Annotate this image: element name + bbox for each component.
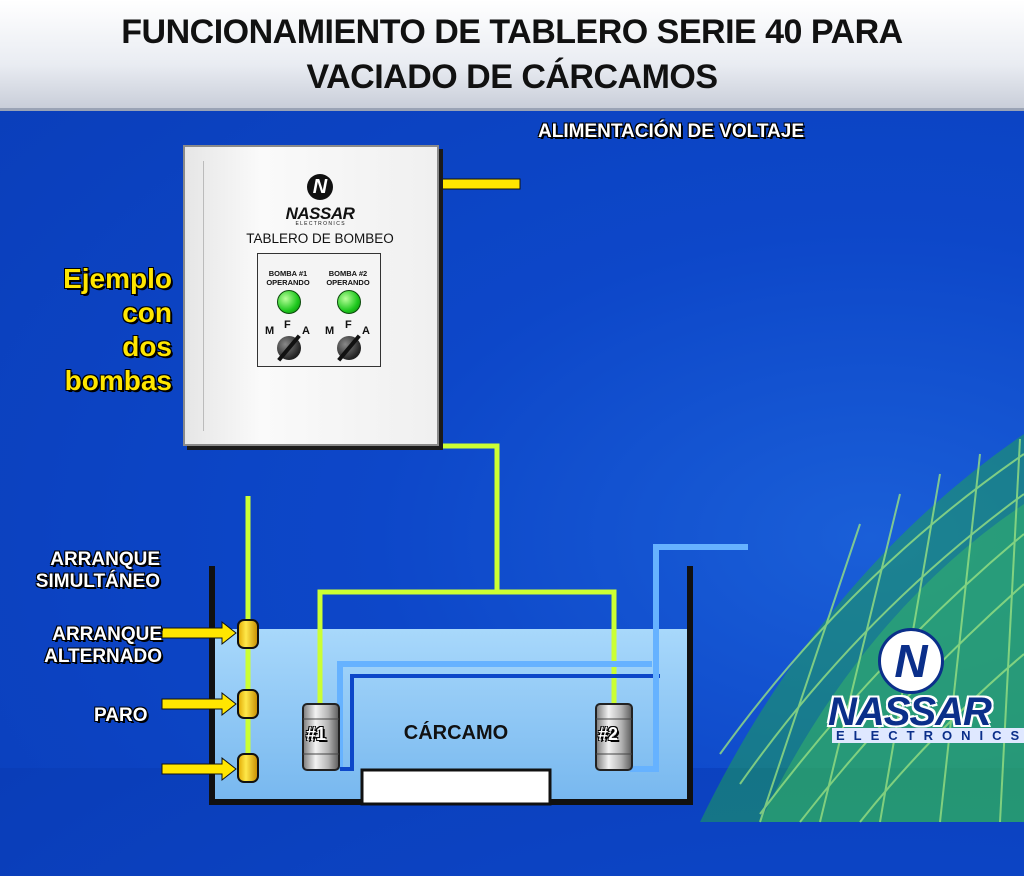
pump-1-label-top: BOMBA #1 — [268, 269, 308, 278]
voltage-label: ALIMENTACIÓN DE VOLTAJE — [538, 121, 804, 142]
label-line: ALTERNADO — [44, 646, 162, 667]
float-switch-alternado — [237, 689, 259, 719]
pump-2-status-label: BOMBA #2 OPERANDO — [320, 269, 376, 287]
nassar-logo-sub: ELECTRONICS — [832, 728, 1024, 743]
label-paro: PARO — [94, 705, 148, 726]
page-title-line-2: VACIADO DE CÁRCAMOS — [306, 58, 718, 96]
example-line: con — [122, 297, 172, 328]
selector-2-a: A — [362, 325, 370, 337]
panel-title: TABLERO DE BOMBEO — [246, 231, 394, 246]
selector-1-knob[interactable] — [277, 336, 301, 360]
pump-2-wire — [497, 589, 617, 709]
label-arranque-simultaneo: ARRANQUE SIMULTÁNEO — [32, 549, 160, 593]
pump-1-tag: #1 — [306, 724, 327, 744]
arrow-alternado — [161, 691, 237, 717]
example-line: dos — [122, 331, 172, 362]
float-switch-paro — [237, 753, 259, 783]
selector-2-knob[interactable] — [337, 336, 361, 360]
page-title-line-1: FUNCIONAMIENTO DE TABLERO SERIE 40 PARA — [121, 13, 903, 51]
sump-label: CÁRCAMO — [403, 722, 509, 744]
selector-2-f: F — [345, 319, 352, 331]
selector-1-m: M — [265, 325, 275, 337]
selector-1-f: F — [284, 319, 291, 331]
pump-1-led — [277, 290, 301, 314]
nassar-logo: NASSAR — [828, 690, 992, 734]
label-line: SIMULTÁNEO — [35, 571, 160, 592]
mesh-decoration — [700, 434, 1024, 823]
sump-label-box — [360, 768, 552, 806]
pump-1-label-bottom: OPERANDO — [266, 278, 310, 287]
pump-2-label-top: BOMBA #2 — [328, 269, 368, 278]
example-line: bombas — [64, 365, 172, 396]
panel-brand-icon: N — [307, 174, 333, 200]
selector-1-a: A — [302, 325, 310, 337]
nassar-logo-icon: N — [878, 628, 944, 694]
example-label: Ejemplo con dos bombas — [40, 262, 172, 398]
float-switch-simultaneo — [237, 619, 259, 649]
example-line: Ejemplo — [63, 263, 172, 294]
label-line: ARRANQUE — [50, 549, 160, 570]
pump-2-label-bottom: OPERANDO — [326, 278, 370, 287]
pump-2-tag: #2 — [598, 724, 619, 744]
title-banner — [0, 0, 1024, 111]
arrow-simultaneo — [161, 620, 237, 646]
label-arranque-alternado: ARRANQUE ALTERNADO — [22, 624, 162, 668]
diagram-canvas — [161, 172, 1024, 823]
panel-brand: NASSAR — [285, 204, 355, 223]
panel-brand-sub: E L E C T R O N I C S — [295, 221, 345, 227]
label-line: ARRANQUE — [52, 624, 162, 645]
pump-1-status-label: BOMBA #1 OPERANDO — [260, 269, 316, 287]
arrow-paro — [161, 756, 237, 782]
pump-2-led — [337, 290, 361, 314]
selector-2-m: M — [325, 325, 335, 337]
